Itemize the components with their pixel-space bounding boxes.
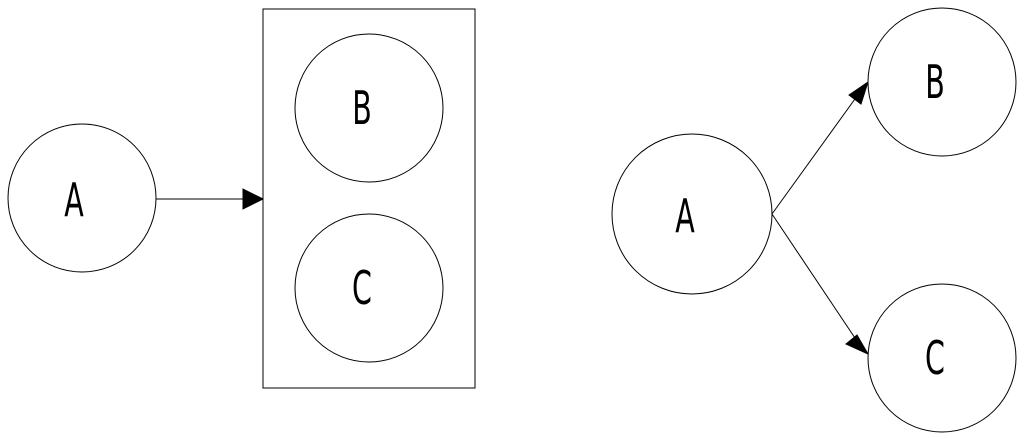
right-edge-a-b-line	[771, 91, 861, 215]
left-diagram: A B C	[7, 8, 476, 389]
left-node-a-circle	[7, 123, 157, 273]
right-edge-a-to-c	[771, 213, 870, 356]
left-group-node-c-circle	[294, 213, 444, 363]
right-edge-a-c-line	[771, 213, 858, 342]
right-node-c-circle	[867, 283, 1017, 433]
right-edge-a-b-arrowhead	[848, 80, 869, 105]
right-node-a-label: A	[675, 190, 695, 244]
right-node-c-label: C	[925, 332, 945, 386]
right-edge-a-c-arrowhead	[845, 334, 870, 356]
left-edge-arrowhead	[242, 188, 265, 210]
left-node-a: A	[7, 123, 157, 273]
right-node-b: B	[867, 7, 1017, 157]
left-group-node-b-circle	[294, 33, 444, 183]
left-edge-a-to-group	[156, 188, 265, 210]
right-node-b-circle	[867, 7, 1017, 157]
right-node-a: A	[611, 133, 773, 295]
right-node-c: C	[867, 283, 1017, 433]
left-group-node-c-label: C	[352, 262, 372, 316]
right-diagram: A B C	[611, 7, 1017, 433]
left-group-node-b-label: B	[352, 82, 372, 136]
left-group: B C	[262, 8, 476, 389]
left-node-a-label: A	[64, 174, 84, 228]
right-edge-a-to-b	[771, 80, 869, 215]
left-group-node-b: B	[294, 33, 444, 183]
right-node-b-label: B	[925, 56, 945, 110]
left-group-node-c: C	[294, 213, 444, 363]
